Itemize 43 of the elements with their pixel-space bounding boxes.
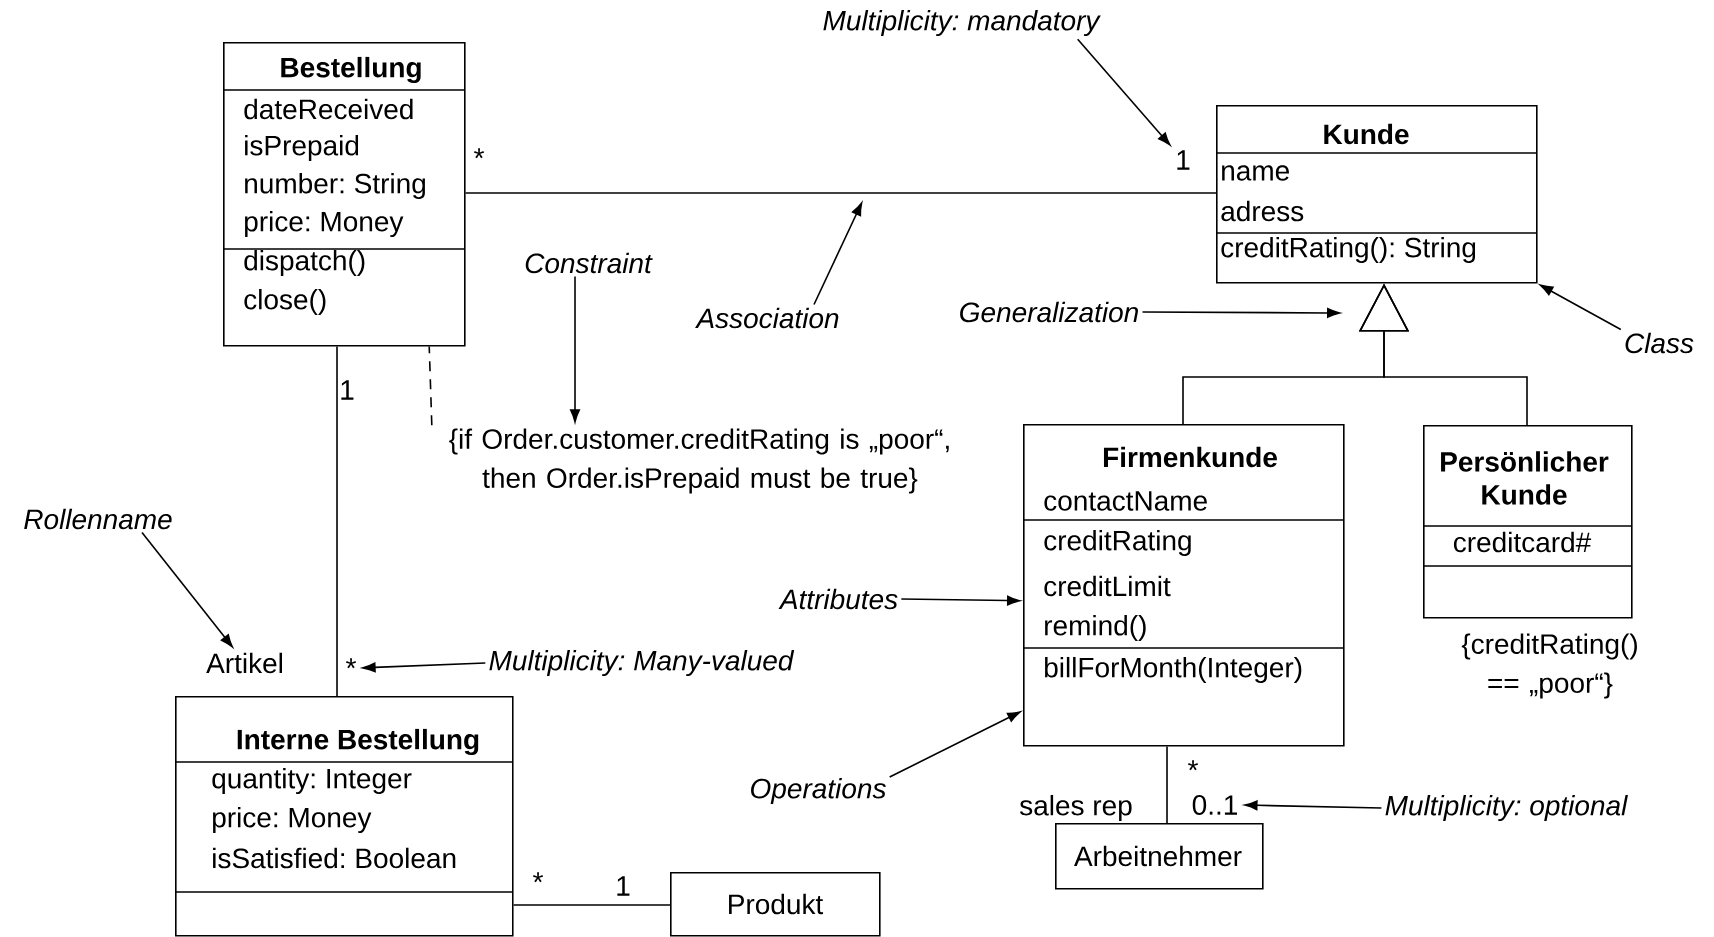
dashed-line [428,345,433,427]
constraint-note: {creditRating() == „poor“} [1461,633,1637,699]
annotation-text: Multiplicity: optional [1385,794,1628,822]
association-line [464,192,1217,194]
role-name: Artikel [206,652,283,674]
class-box: Firmenkunde contactName creditRating creditLimit remind() billForMonth(Integer) [1022,424,1345,747]
role-name: sales rep [1020,794,1132,822]
annotation-text: Rollenname [24,508,172,530]
class-box: Interne Bestellung quantity: Integer price: Money isSatisfied: Boolean [174,696,514,937]
leader-line [900,595,1021,606]
leader-line [1141,307,1341,318]
multiplicity-label: * [533,872,543,883]
leader-line [813,202,863,306]
association-line [1166,745,1168,824]
leader-line [1076,38,1171,146]
annotation-text: Operations [751,777,886,805]
multiplicity-label: 0..1 [1192,795,1237,815]
leader-line [1244,800,1383,811]
multiplicity-label: * [1188,760,1198,771]
leader-line [141,531,233,648]
annotation-text: Generalization [960,301,1138,323]
class-box: Kunde name adress creditRating(): String [1215,105,1538,284]
constraint-note: {if Order.customer.creditRating is „poor“, then Order.isPrepaid must be true} [449,428,949,494]
multiplicity-label: 1 [341,380,354,400]
multiplicity-label: 1 [1177,150,1190,170]
annotation-text: Class [1625,332,1694,354]
class-box: Produkt [670,872,881,937]
leader-line [1539,284,1622,331]
annotation-text: Multiplicity: Many-valued [489,649,795,677]
association-line [512,904,671,906]
annotation-text: Constraint [525,252,653,274]
class-box: Persönlicher Kunde creditcard# [1422,425,1633,619]
annotation-text: Multiplicity: mandatory [823,9,1101,37]
multiplicity-label: 1 [617,876,630,896]
association-line [336,345,338,697]
leader-line [570,275,580,423]
class-box: Arbeitnehmer [1055,823,1264,890]
leader-line [362,662,487,673]
annotation-text: Association [695,307,839,329]
multiplicity-label: * [346,658,356,669]
class-box: Bestellung dateReceived isPrepaid number: String price: Money dispatch() close() [222,42,466,347]
annotation-text: Attributes [778,588,898,610]
leader-line [888,711,1021,778]
